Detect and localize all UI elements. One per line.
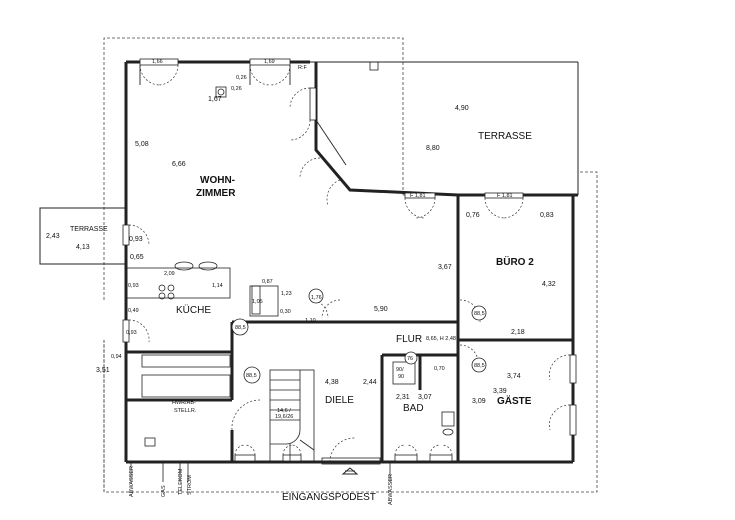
utility-lines xyxy=(130,462,391,482)
dim-stair-a: 14,6 / xyxy=(277,408,291,414)
dim-413: 4,13 xyxy=(76,244,90,251)
dim-076: 0,76 xyxy=(466,212,480,219)
dim-432: 4,32 xyxy=(542,281,556,288)
label-terrasse-left: TERRASSE xyxy=(70,226,108,233)
dim-094: 0,94 xyxy=(111,354,122,360)
dim-049: 0,49 xyxy=(128,308,139,314)
label-wohnzimmer-2: ZIMMER xyxy=(196,188,236,199)
dim-065: 0,65 xyxy=(130,254,144,261)
dim-309: 3,09 xyxy=(472,398,486,405)
dim-026b: 0,26 xyxy=(231,86,242,92)
dim-9090b: 90 xyxy=(398,374,404,380)
door-markers xyxy=(231,288,487,384)
dim-030: 0,30 xyxy=(280,309,291,315)
bath-fixtures xyxy=(144,361,455,447)
staircase xyxy=(269,369,315,463)
label-buero: BÜRO 2 xyxy=(496,255,534,268)
dim-070: 0,70 xyxy=(434,366,445,372)
dim-9090a: 90/ xyxy=(396,367,404,373)
dim-885a: 88,5 xyxy=(235,325,246,331)
dim-f181a: F 1,81 xyxy=(410,193,426,199)
label-diele: DIELE xyxy=(325,395,354,406)
dim-374: 3,74 xyxy=(507,373,521,380)
dim-307: 3,07 xyxy=(418,394,432,401)
label-kueche: KÜCHE xyxy=(176,304,211,316)
dim-083: 0,83 xyxy=(540,212,554,219)
dim-231: 2,31 xyxy=(396,394,410,401)
dim-243: 2,43 xyxy=(46,233,60,240)
label-bad: BAD xyxy=(403,403,424,414)
label-abwasser-right: ABWASSER xyxy=(388,474,394,505)
dim-885b: 88,5 xyxy=(474,311,485,317)
dim-885d: 88,5 xyxy=(246,373,257,379)
dim-f181b: F 1,81 xyxy=(497,193,513,199)
dim-stair-b: 19,6/26 xyxy=(275,414,293,420)
label-gas: GAS xyxy=(161,485,167,497)
dim-123: 1,23 xyxy=(281,291,292,297)
dim-026a: 0,26 xyxy=(236,75,247,81)
dim-438: 4,38 xyxy=(325,379,339,386)
dim-339: 3,39 xyxy=(493,388,507,395)
door-swings xyxy=(128,64,571,463)
label-eingangspodest: EINGANGSPODEST xyxy=(282,492,376,503)
interior-walls xyxy=(126,195,573,462)
dim-244: 2,44 xyxy=(363,379,377,386)
kitchen-fixtures xyxy=(125,86,279,398)
label-terrasse-main: TERRASSE xyxy=(478,131,532,142)
dim-590: 5,90 xyxy=(374,306,388,313)
dim-110: 1,10 xyxy=(305,318,316,324)
label-abwasser-left: ABWASSER xyxy=(129,466,135,497)
dim-087: 0,87 xyxy=(262,279,273,285)
dim-490: 4,90 xyxy=(455,105,469,112)
dim-209: 2,09 xyxy=(164,271,175,277)
dim-093a: 0,93 xyxy=(129,236,143,243)
dim-351: 3,51 xyxy=(96,367,110,374)
label-hwr-2: STELLR. xyxy=(174,408,197,414)
dim-105: 1,05 xyxy=(252,299,263,305)
entrance-arrow-icon xyxy=(321,457,381,475)
label-telekom: TELEKOM xyxy=(178,468,184,495)
dim-114: 1,14 xyxy=(212,283,223,289)
label-flur: FLUR xyxy=(396,334,422,345)
label-hwr-1: HWR/AB- xyxy=(172,400,196,406)
dim-093b: 0,93 xyxy=(128,283,139,289)
label-strom: STROM xyxy=(187,475,193,495)
dim-rf: R:F xyxy=(298,65,308,71)
dim-176: 1,76 xyxy=(311,295,322,301)
dim-093c: 0,93 xyxy=(126,330,137,336)
dim-flur: 8,65, H 2,48 xyxy=(426,336,456,342)
dim-window-166: 1,66 xyxy=(152,59,163,65)
dim-window-169: 1,69 xyxy=(264,59,275,65)
dim-880: 8,80 xyxy=(426,145,440,152)
label-wohnzimmer-1: WOHN- xyxy=(200,175,235,186)
dim-76: 76 xyxy=(407,356,413,362)
dim-367: 3,67 xyxy=(438,264,452,271)
dim-167: 1,67 xyxy=(208,96,222,103)
dim-218: 2,18 xyxy=(511,329,525,336)
label-gaeste: GÄSTE xyxy=(497,394,532,407)
windows xyxy=(122,58,577,462)
dim-885c: 88,5 xyxy=(474,363,485,369)
dim-666: 6,66 xyxy=(172,161,186,168)
dim-508: 5,08 xyxy=(135,141,149,148)
